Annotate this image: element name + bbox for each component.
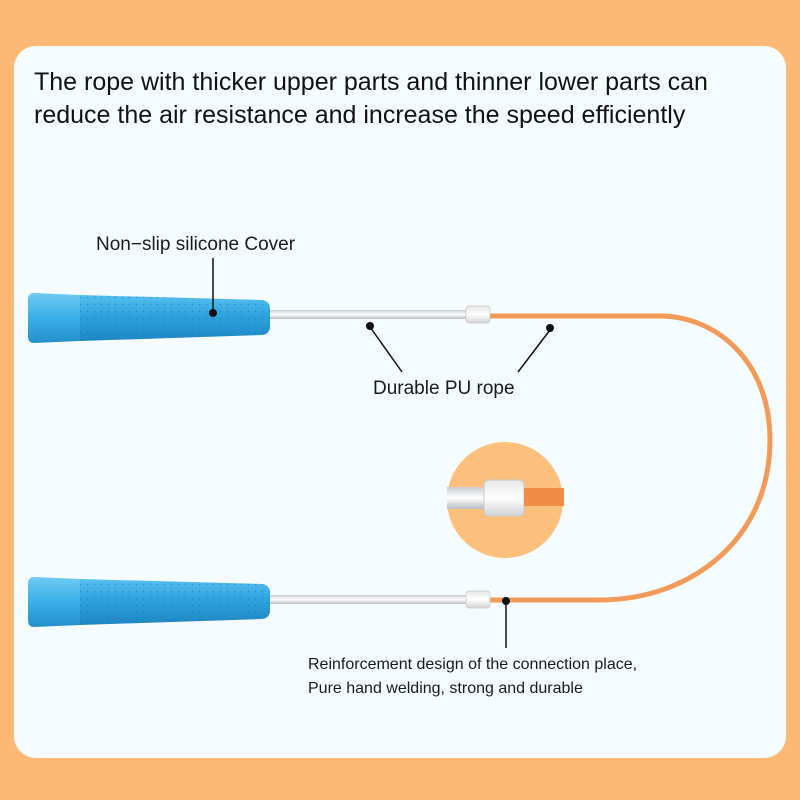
top-handle-cap — [28, 293, 80, 343]
callout-cover-dot — [209, 309, 217, 317]
pu-rope — [485, 313, 773, 603]
top-grip-texture — [80, 295, 270, 341]
callout-connection-dot — [502, 597, 510, 605]
bottom-connector-sleeve — [465, 590, 491, 609]
callout-rope: Durable PU rope — [366, 322, 554, 399]
callout-rope-label: Durable PU rope — [373, 378, 515, 399]
headline-line-2: reduce the air resistance and increase t… — [34, 101, 686, 129]
headline-line-1: The rope with thicker upper parts and th… — [34, 68, 708, 96]
detail-steel-wire — [447, 487, 491, 509]
callout-connection-line-2: Pure hand welding, strong and durable — [308, 680, 583, 697]
callout-connection-line-1: Reinforcement design of the connection p… — [308, 656, 637, 673]
top-connector-sleeve — [465, 305, 491, 324]
detail-pu-rope — [524, 488, 564, 506]
detail-connector-sleeve — [483, 479, 525, 517]
bottom-handle — [28, 577, 491, 627]
product-card: The rope with thicker upper parts and th… — [14, 46, 786, 758]
callout-cover: Non−slip silicone Cover — [96, 234, 296, 317]
bottom-steel-wire — [268, 595, 468, 604]
connection-detail-circle — [447, 442, 564, 558]
headline: The rope with thicker upper parts and th… — [34, 66, 774, 132]
callout-rope-dot-rope — [546, 324, 554, 332]
top-handle — [28, 293, 491, 343]
callout-rope-dot-wire — [366, 322, 374, 330]
callout-cover-label: Non−slip silicone Cover — [96, 234, 296, 255]
bottom-handle-cap — [28, 577, 80, 627]
callout-connection: Reinforcement design of the connection p… — [308, 597, 637, 697]
top-steel-wire — [268, 310, 468, 319]
bottom-grip-texture — [80, 579, 270, 625]
